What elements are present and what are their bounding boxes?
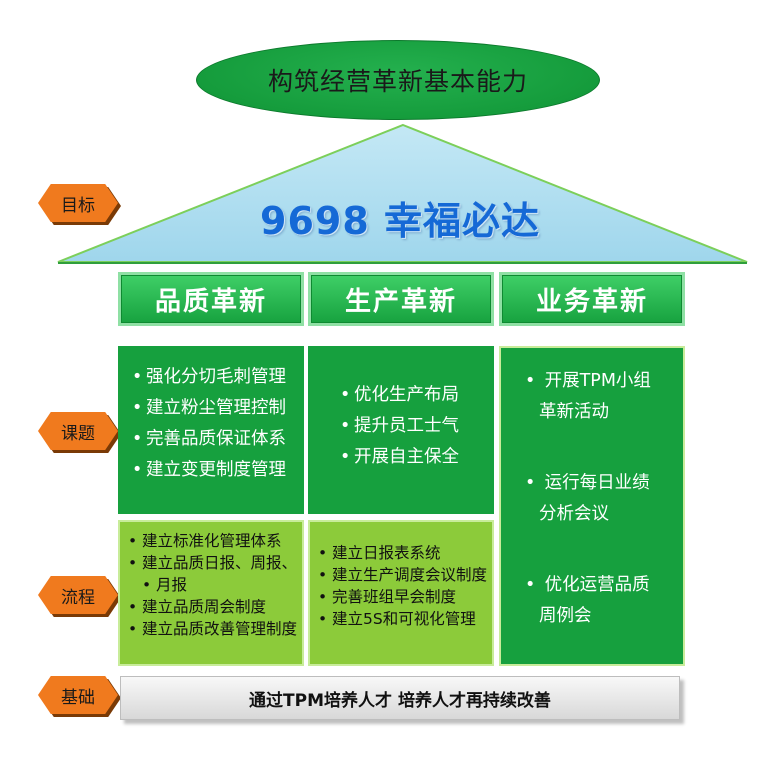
production-process-box: 建立日报表系统 建立生产调度会议制度 完善班组早会制度 建立5S和可视化管理: [308, 520, 494, 666]
list-item: 建立5S和可视化管理: [318, 608, 492, 630]
column-header-business: 业务革新: [499, 272, 685, 326]
roof-title: 9698 幸福必达: [260, 199, 540, 243]
list-item: 强化分切毛刺管理: [132, 362, 304, 393]
column-header-production-text: 生产革新: [344, 286, 457, 317]
column-header-production: 生产革新: [308, 272, 494, 326]
business-topics-box: 开展TPM小组 革新活动 运行每日业绩 分析会议 优化运营品质 周例会: [499, 346, 685, 666]
foundation-text: 通过TPM培养人才 培养人才再持续改善: [249, 690, 551, 711]
list-item-line: 分析会议: [539, 504, 609, 524]
quality-process-box: 建立标准化管理体系 建立品质日报、周报、 月报 建立品质周会制度 建立品质改善管…: [118, 520, 304, 666]
quality-topics-box: 强化分切毛刺管理 建立粉尘管理控制 完善品质保证体系 建立变更制度管理: [118, 346, 304, 514]
list-item: 完善品质保证体系: [132, 424, 304, 455]
list-item: 月报: [128, 574, 302, 596]
list-item: 建立日报表系统: [318, 542, 492, 564]
list-item: 建立生产调度会议制度: [318, 564, 492, 586]
list-item: 开展自主保全: [340, 442, 494, 473]
list-item-line: 开展TPM小组: [544, 371, 651, 391]
foundation-bar: 通过TPM培养人才 培养人才再持续改善: [120, 676, 680, 720]
top-goal-oval: 构筑经营革新基本能力: [196, 40, 600, 120]
tag-foundation-label: 基础: [61, 687, 95, 708]
list-item: 开展TPM小组 革新活动: [525, 366, 683, 428]
tag-goal: 目标: [38, 184, 118, 222]
list-item-line: 优化运营品质: [544, 575, 650, 595]
tag-foundation: 基础: [38, 676, 118, 714]
list-item: 优化生产布局: [340, 380, 494, 411]
list-item: 优化运营品质 周例会: [525, 570, 683, 632]
list-item-line: 运行每日业绩: [544, 473, 650, 493]
list-item: 建立品质改善管理制度: [128, 618, 302, 640]
column-header-business-text: 业务革新: [535, 286, 648, 317]
top-goal-text: 构筑经营革新基本能力: [267, 67, 528, 96]
list-item: 完善班组早会制度: [318, 586, 492, 608]
tag-process-label: 流程: [61, 587, 95, 608]
column-header-quality: 品质革新: [118, 272, 304, 326]
tag-process: 流程: [38, 576, 118, 614]
production-topics-box: 优化生产布局 提升员工士气 开展自主保全: [308, 346, 494, 514]
list-item: 建立品质周会制度: [128, 596, 302, 618]
list-item: 运行每日业绩 分析会议: [525, 468, 683, 530]
list-item-line: 革新活动: [539, 402, 609, 422]
tag-topics: 课题: [38, 412, 118, 450]
list-item-line: 周例会: [539, 606, 592, 626]
list-item: 建立变更制度管理: [132, 455, 304, 486]
tag-goal-label: 目标: [61, 195, 95, 216]
column-header-quality-text: 品质革新: [154, 286, 267, 317]
list-item: 建立品质日报、周报、: [128, 552, 302, 574]
list-item: 建立粉尘管理控制: [132, 393, 304, 424]
list-item: 建立标准化管理体系: [128, 530, 302, 552]
list-item: 提升员工士气: [340, 411, 494, 442]
tag-topics-label: 课题: [61, 423, 95, 444]
